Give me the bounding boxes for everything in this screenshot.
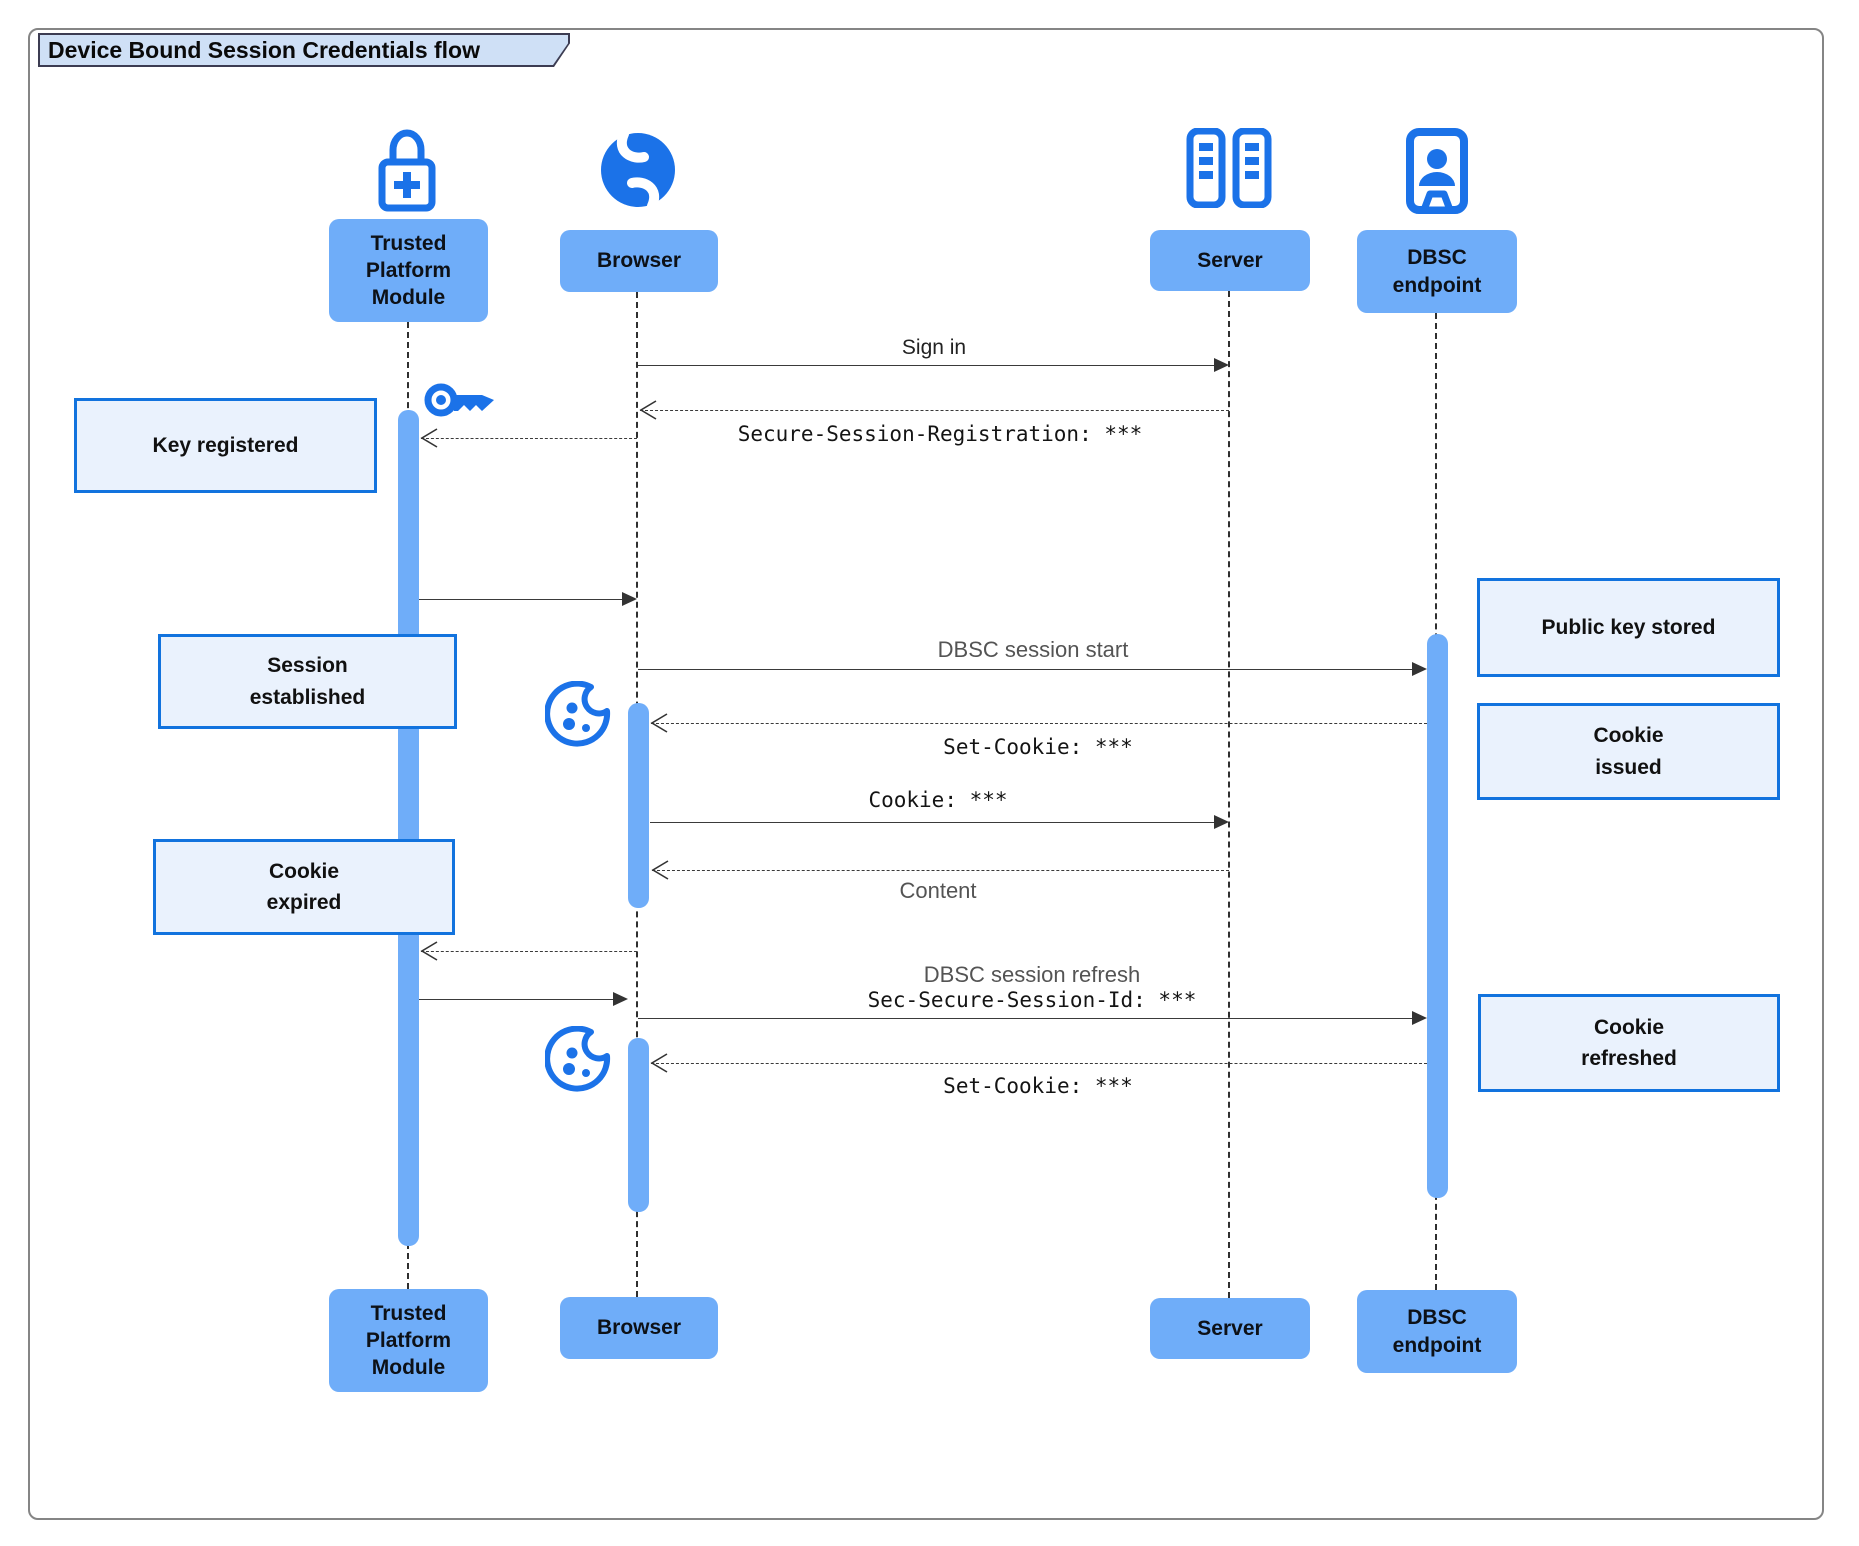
lock-plus-icon [378,129,436,212]
globe-icon [601,130,675,210]
cookie-icon [545,1026,611,1092]
arrow-secure-session-registration [640,410,1229,411]
arrow-set-cookie-1 [651,723,1427,724]
arrow-browser-to-tpm-register [421,438,637,439]
activation-dbsc [1427,634,1448,1198]
arrow-dbsc-session-refresh [638,1018,1413,1019]
arrow-set-cookie-2 [651,1063,1427,1064]
open-arrowhead [651,860,669,880]
cookie-icon [545,681,611,747]
server-racks-icon [1186,128,1272,208]
arrow-content [652,870,1229,871]
open-arrowhead [420,941,438,961]
actor-label-server-top: Server [1150,230,1310,291]
note-session-established: Session established [158,634,457,729]
message-dbsc-session-start: DBSC session start [937,637,1129,662]
lifeline-server [1228,291,1230,1298]
message-dbsc-session-refresh: DBSC session refresh [923,962,1141,987]
note-cookie-refreshed: Cookie refreshed [1478,994,1780,1092]
message-secure-session-registration: Secure-Session-Registration: *** [737,422,1143,446]
person-badge-icon [1406,128,1468,214]
message-set-cookie-1: Set-Cookie: *** [943,735,1133,759]
note-public-key-stored: Public key stored [1477,578,1780,677]
activation-tpm [398,410,419,1246]
activation-browser-1 [628,703,649,908]
key-icon [424,383,494,417]
arrow-tpm-to-browser-sign [419,999,614,1000]
arrow-sign-in [638,365,1215,366]
arrow-cookie [650,822,1215,823]
open-arrowhead [650,1053,668,1073]
actor-label-tpm-bottom: Trusted Platform Module [329,1289,488,1392]
note-cookie-issued: Cookie issued [1477,703,1780,800]
arrow-tpm-to-browser-key [419,599,623,600]
message-sec-secure-session-id: Sec-Secure-Session-Id: *** [867,988,1197,1012]
actor-label-dbsc-bottom: DBSC endpoint [1357,1290,1517,1373]
diagram-title: Device Bound Session Credentials flow [40,35,568,65]
arrowhead [613,992,628,1006]
message-content: Content [899,878,977,903]
message-set-cookie-2: Set-Cookie: *** [943,1074,1133,1098]
note-cookie-expired: Cookie expired [153,839,455,935]
actor-label-server-bottom: Server [1150,1298,1310,1359]
open-arrowhead [639,400,657,420]
message-sign-in: Sign in [901,336,967,359]
arrowhead [1214,815,1229,829]
note-key-registered: Key registered [74,398,377,493]
open-arrowhead [420,428,438,448]
arrowhead [1412,662,1427,676]
title-tab: Device Bound Session Credentials flow [38,33,570,67]
open-arrowhead [650,713,668,733]
actor-label-tpm-top: Trusted Platform Module [329,219,488,322]
arrowhead [622,592,637,606]
arrow-dbsc-session-start [638,669,1413,670]
message-cookie: Cookie: *** [868,788,1008,812]
arrowhead [1412,1011,1427,1025]
arrow-browser-to-tpm-refresh [421,951,637,952]
actor-label-browser-top: Browser [560,230,718,292]
actor-label-dbsc-top: DBSC endpoint [1357,230,1517,313]
activation-browser-2 [628,1038,649,1212]
actor-label-browser-bottom: Browser [560,1297,718,1359]
arrowhead [1214,358,1229,372]
